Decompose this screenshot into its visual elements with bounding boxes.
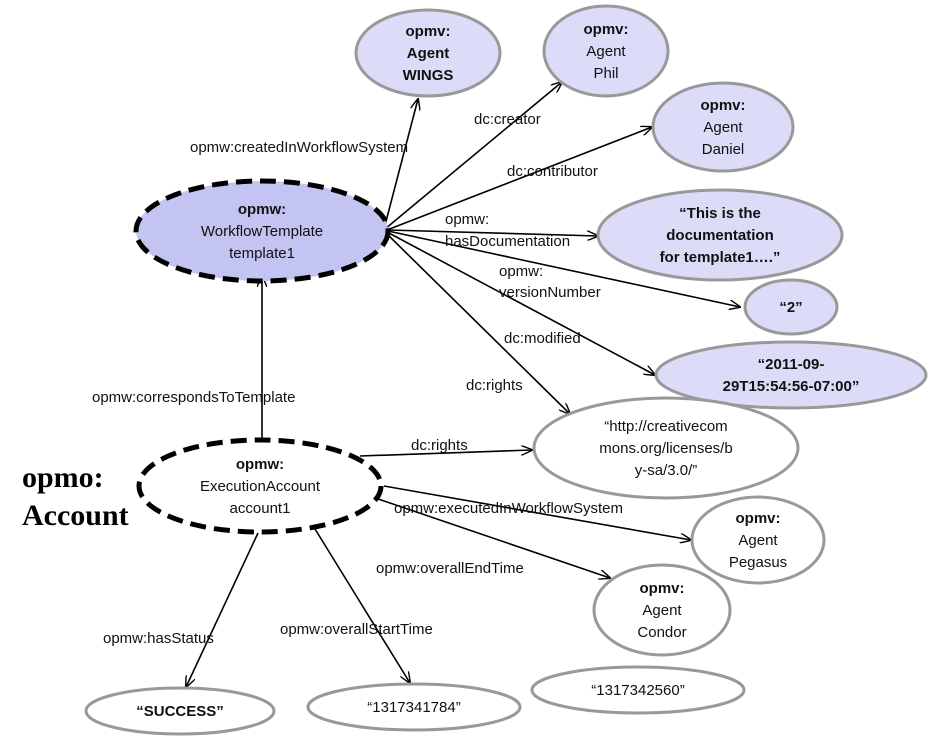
edge-hasDocumentation-label: opmw: <box>445 211 489 228</box>
node-phil-text: opmv: <box>584 21 629 38</box>
node-rights-ellipse <box>532 396 800 500</box>
edge-modified-label: dc:modified <box>504 330 581 347</box>
node-account-text: account1 <box>230 500 291 517</box>
node-template: opmw: WorkflowTemplate template1 <box>133 178 391 284</box>
edge-versionNumber-arrow <box>387 230 740 307</box>
node-documentation: “This is the documentation for template1….… <box>596 188 844 282</box>
node-account-text: ExecutionAccount <box>200 478 321 495</box>
node-end: “1317342560” <box>530 665 746 715</box>
edge-rightsTemplate-label: dc:rights <box>466 377 523 394</box>
node-pegasus-text: opmv: <box>736 510 781 527</box>
node-condor-text: Agent <box>642 602 682 619</box>
node-pegasus-text: Agent <box>738 532 778 549</box>
node-rights-text: y-sa/3.0/” <box>635 462 698 479</box>
node-documentation-ellipse <box>596 188 844 282</box>
edge-hasStatus-label: opmw:hasStatus <box>103 630 214 647</box>
node-rights: “http://creativecom mons.org/licenses/b y-… <box>532 396 800 500</box>
node-modified-text: 29T15:54:56-07:00” <box>723 378 860 395</box>
node-template-text: opmw: <box>238 201 286 218</box>
edge-overallStartTime-label: opmw:overallStartTime <box>280 621 433 638</box>
side-label: opmo: Account <box>22 461 129 532</box>
edge-overallEndTime-label: opmw:overallEndTime <box>376 560 524 577</box>
node-daniel-text: Daniel <box>702 141 745 158</box>
node-rights-text: “http://creativecom <box>604 418 727 435</box>
edge-correspondsToTemplate-label: opmw:correspondsToTemplate <box>92 389 295 406</box>
node-account-text: opmw: <box>236 456 284 473</box>
node-start-ellipse <box>306 682 522 732</box>
edges-layer: opmw:createdInWorkflowSystem dc:creator dc… <box>92 82 740 687</box>
node-template-text: template1 <box>229 245 295 262</box>
side-label-line-2: Account <box>22 499 129 532</box>
edge-modified-arrow <box>386 231 655 375</box>
edge-versionNumber-label: versionNumber <box>499 284 601 301</box>
node-wings-text: Agent <box>407 45 450 62</box>
edge-rightsAccount-arrow <box>359 450 532 457</box>
node-phil-ellipse <box>542 4 670 98</box>
node-version-ellipse <box>743 278 839 336</box>
node-condor-text: opmv: <box>640 580 685 597</box>
node-end-ellipse <box>530 665 746 715</box>
side-label-line-1: opmo: <box>22 461 104 494</box>
node-condor-text: Condor <box>637 624 686 641</box>
node-pegasus-ellipse <box>690 495 826 585</box>
node-wings-ellipse <box>354 8 502 98</box>
node-modified: “2011-09- 29T15:54:56-07:00” <box>654 340 928 410</box>
node-version-text: “2” <box>779 299 802 316</box>
edge-contributor-label: dc:contributor <box>507 163 598 180</box>
node-documentation-text: for template1….” <box>660 249 781 266</box>
node-rights-text: mons.org/licenses/b <box>599 440 732 457</box>
edge-overallEndTime-arrow <box>348 488 610 578</box>
nodes-layer: opmv:AgentWINGSopmv:AgentPhilopmv:AgentD… <box>84 4 928 736</box>
node-modified-text: “2011-09- <box>758 356 825 373</box>
node-start-text: “1317341784” <box>367 699 460 716</box>
edge-createdInWorkflowSystem-label: opmw:createdInWorkflowSystem <box>190 139 408 156</box>
node-documentation-text: “This is the <box>679 205 761 222</box>
node-account: opmw: ExecutionAccount account1 <box>136 437 384 535</box>
edge-rightsTemplate-arrow <box>385 232 570 414</box>
edge-overallStartTime-arrow <box>314 528 410 683</box>
node-pegasus-text: Pegasus <box>729 554 787 571</box>
node-wings-text: WINGS <box>403 67 454 84</box>
edge-contributor-arrow <box>386 127 652 231</box>
node-status: “SUCCESS” <box>84 686 276 736</box>
node-phil-text: Agent <box>586 43 626 60</box>
node-status-ellipse <box>84 686 276 736</box>
node-end-text: “1317342560” <box>591 682 684 699</box>
edge-hasDocumentation-label: hasDocumentation <box>445 233 570 250</box>
node-version: “2” <box>743 278 839 336</box>
edge-executedInWorkflowSystem-arrow <box>383 485 691 540</box>
node-documentation-text: documentation <box>666 227 774 244</box>
edge-executedInWorkflowSystem-label: opmw:executedInWorkflowSystem <box>394 500 623 517</box>
edge-hasDocumentation-arrow <box>387 229 598 236</box>
node-account-ellipse <box>136 437 384 535</box>
node-status-text: “SUCCESS” <box>136 703 224 720</box>
node-template-ellipse <box>133 178 391 284</box>
edge-creator-label: dc:creator <box>474 111 541 128</box>
edge-creator-arrow <box>384 82 562 230</box>
node-daniel-text: Agent <box>703 119 743 136</box>
node-start: “1317341784” <box>306 682 522 732</box>
edge-rightsAccount-label: dc:rights <box>411 437 468 454</box>
node-template-text: WorkflowTemplate <box>201 223 323 240</box>
node-phil-text: Phil <box>593 65 618 82</box>
node-wings-text: opmv: <box>406 23 451 40</box>
node-daniel-text: opmv: <box>701 97 746 114</box>
edge-hasStatus-arrow <box>186 532 259 687</box>
edge-versionNumber-label: opmw: <box>499 263 543 280</box>
node-modified-ellipse <box>654 340 928 410</box>
node-condor-ellipse <box>592 563 732 657</box>
edge-createdInWorkflowSystem-arrow <box>383 99 418 230</box>
node-daniel-ellipse <box>651 81 795 173</box>
